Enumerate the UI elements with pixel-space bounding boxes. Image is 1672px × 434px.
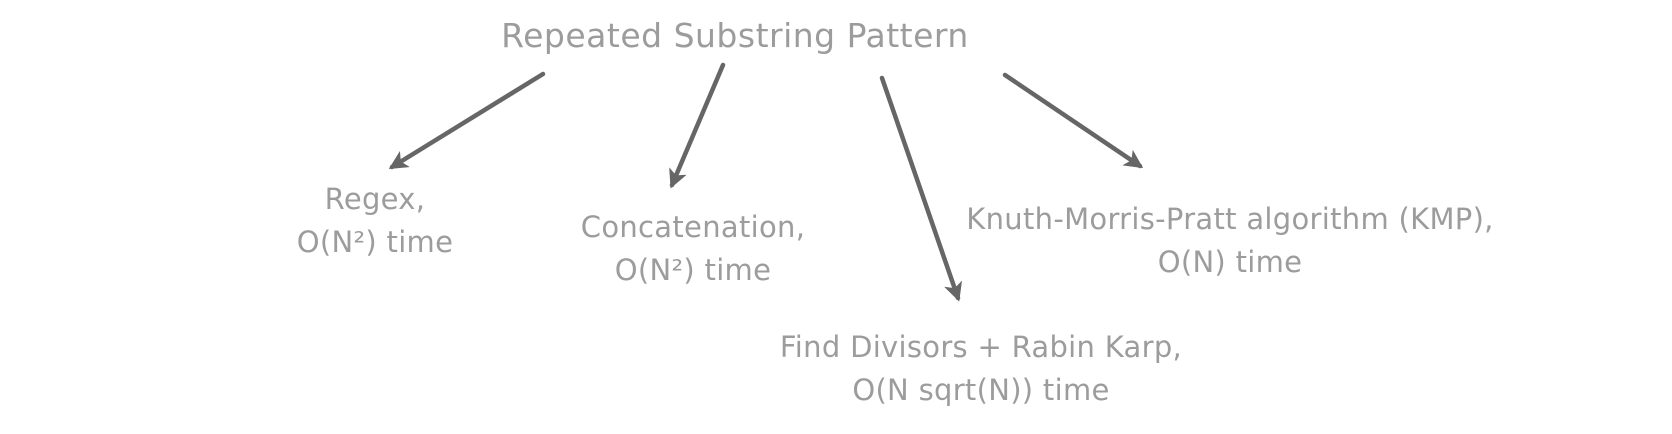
arrow-to-kmp — [1002, 72, 1144, 169]
node-kmp: Knuth-Morris-Pratt algorithm (KMP), O(N)… — [966, 198, 1493, 284]
node-find-divisors-rabin-karp-label: Find Divisors + Rabin Karp, — [779, 330, 1183, 364]
node-regex-label: Regex, — [324, 182, 426, 216]
node-find-divisors-rabin-karp-complexity: O(N sqrt(N)) time — [852, 373, 1110, 407]
node-kmp-label: Knuth-Morris-Pratt algorithm (KMP), — [966, 202, 1494, 236]
node-regex-complexity: O(N²) time — [296, 225, 454, 259]
node-concatenation-label: Concatenation, — [580, 210, 806, 244]
node-concatenation: Concatenation, O(N²) time — [581, 206, 805, 292]
arrow-to-regex — [388, 71, 546, 170]
arrow-to-concatenation — [669, 62, 726, 189]
node-find-divisors-rabin-karp: Find Divisors + Rabin Karp, O(N sqrt(N))… — [780, 326, 1182, 412]
diagram-title: Repeated Substring Pattern — [501, 16, 969, 55]
node-regex: Regex, O(N²) time — [297, 178, 454, 264]
node-concatenation-complexity: O(N²) time — [614, 253, 772, 287]
node-kmp-complexity: O(N) time — [1157, 245, 1303, 279]
arrow-to-find-divisors-rabin-karp — [879, 75, 962, 302]
